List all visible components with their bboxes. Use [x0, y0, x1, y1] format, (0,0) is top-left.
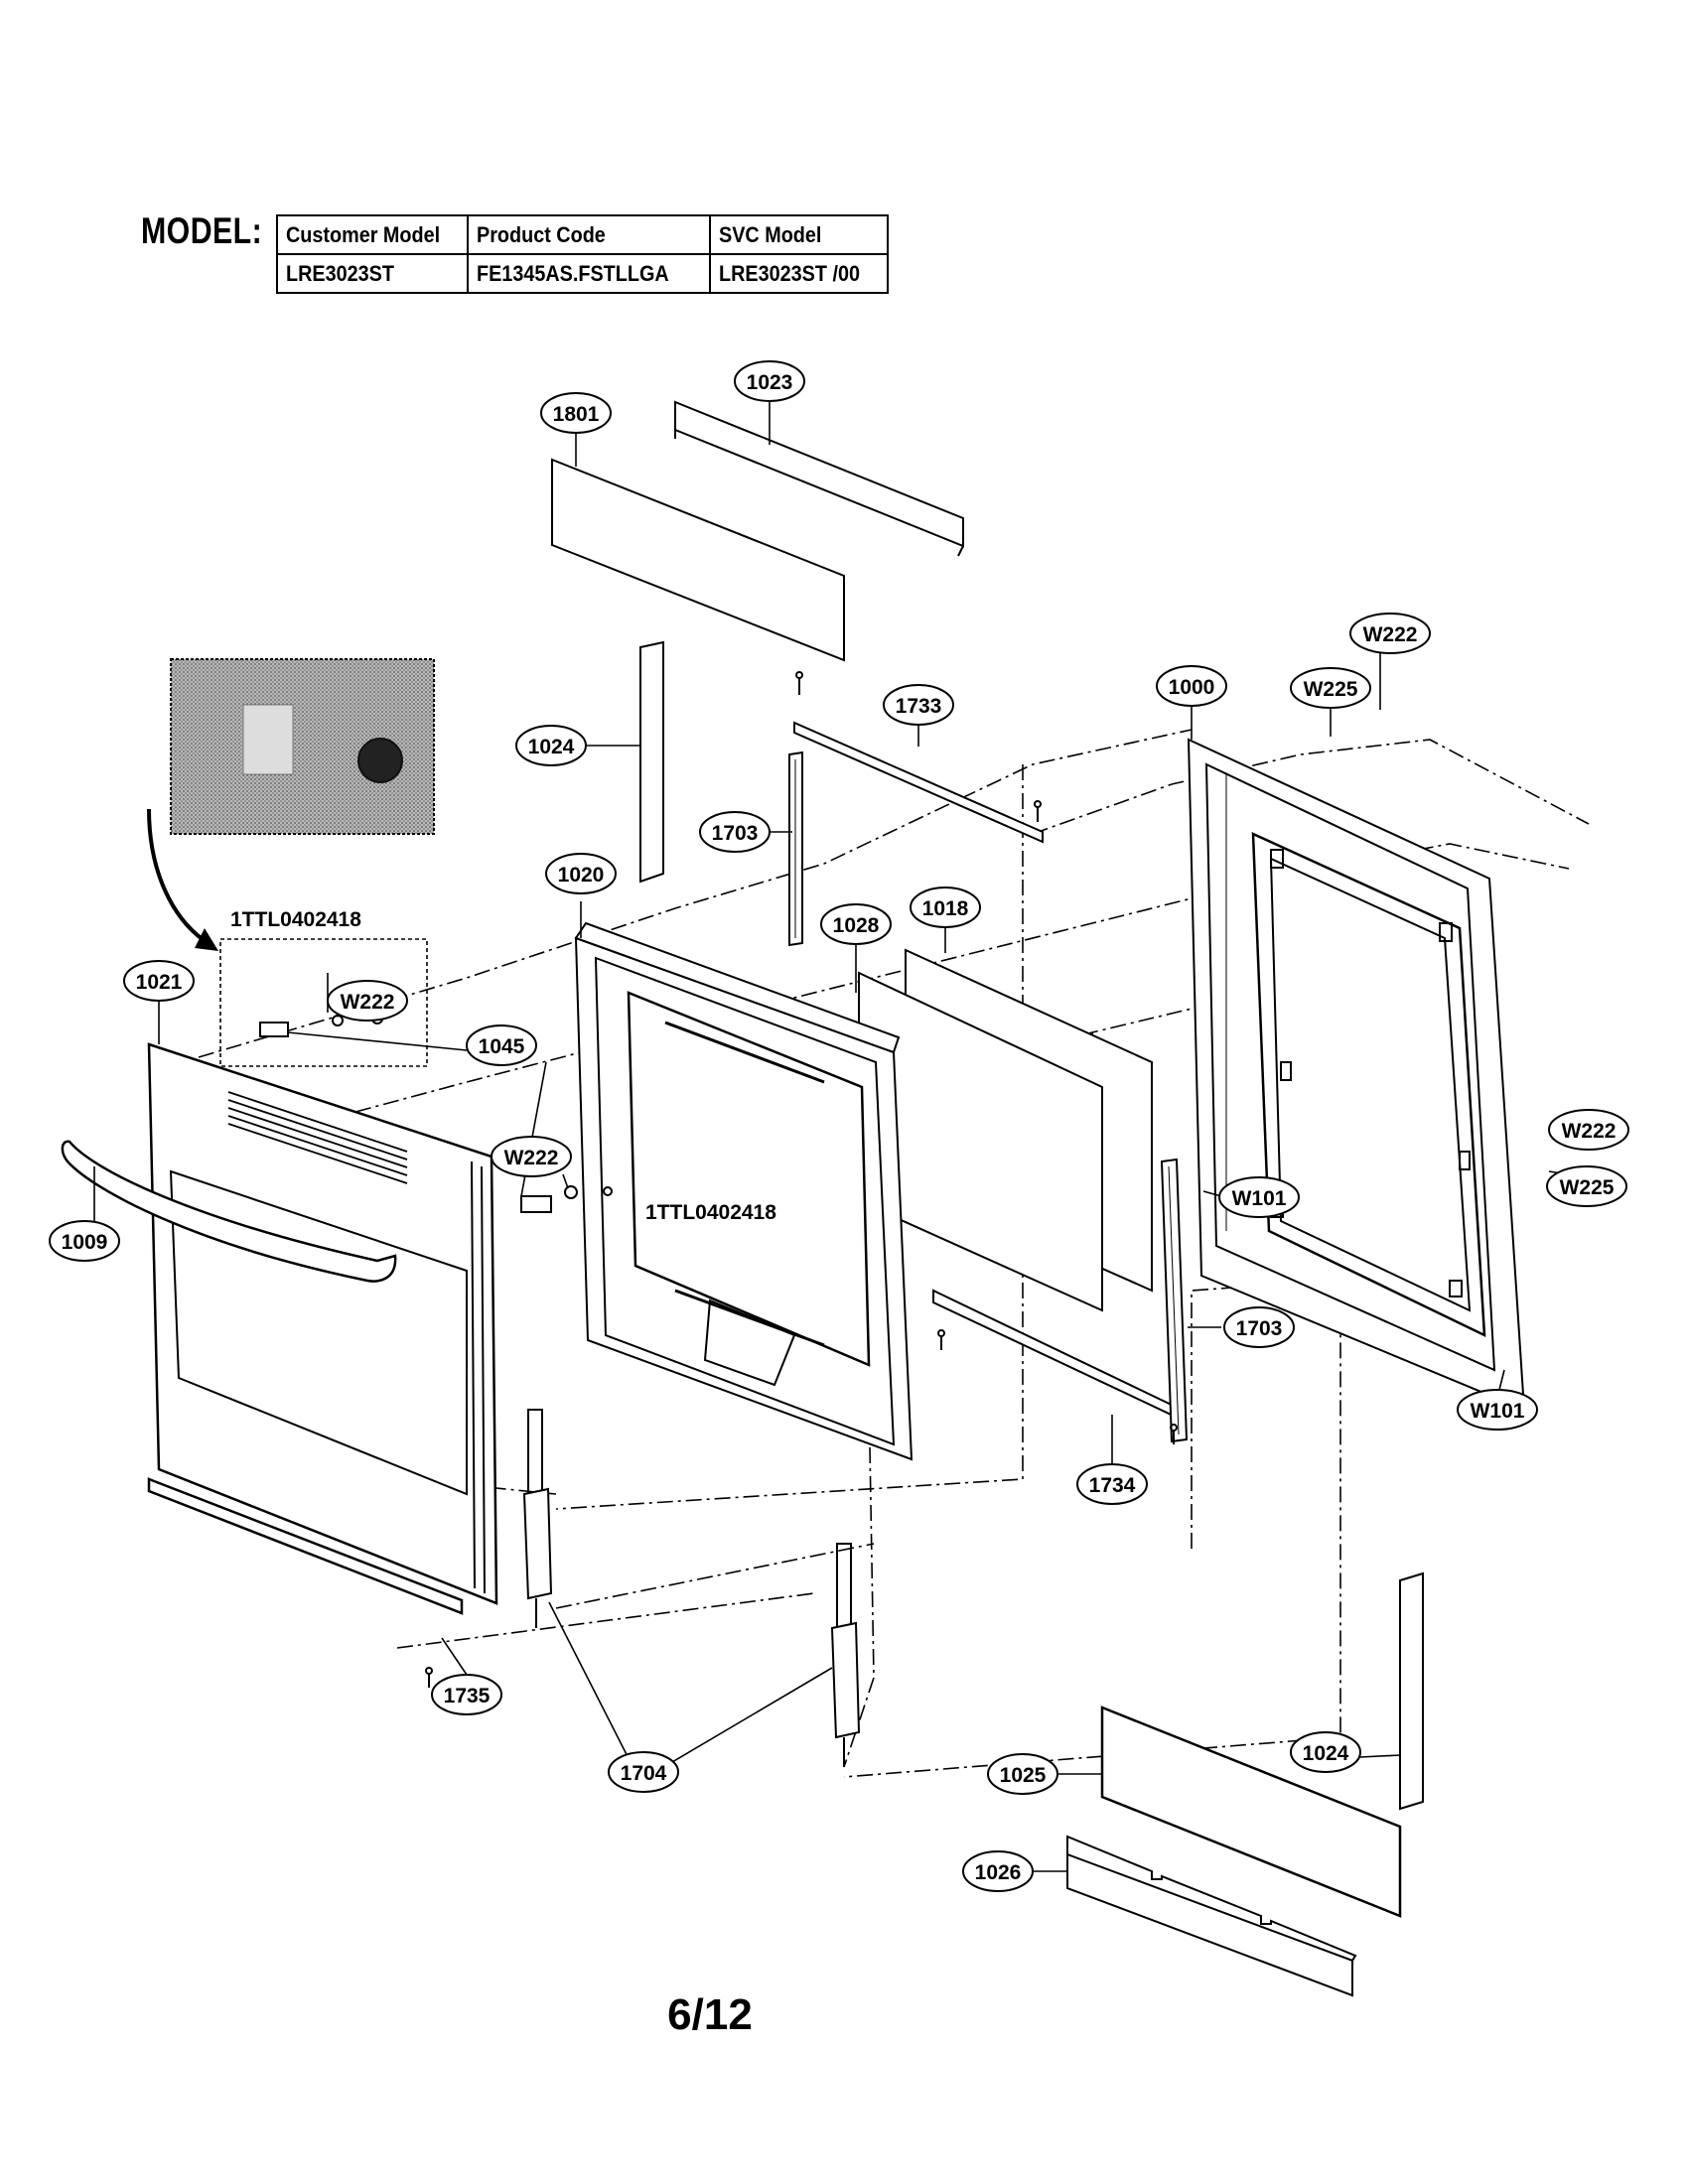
svg-text:W225: W225 — [1304, 678, 1358, 701]
callout-w222-top: W222 — [1349, 613, 1431, 654]
part-1704-hinge-left — [522, 1409, 553, 1628]
part-1000-inner-door — [1187, 738, 1526, 1412]
part-1024-vertical-strip-bottom — [1399, 1571, 1424, 1811]
svg-text:W101: W101 — [1232, 1187, 1287, 1210]
detail-photo-knob — [357, 738, 403, 783]
callout-w225-right: W225 — [1546, 1165, 1627, 1207]
callout-1733: 1733 — [883, 684, 954, 726]
callout-1735: 1735 — [431, 1674, 502, 1715]
callout-1024-top: 1024 — [515, 725, 587, 766]
svg-text:W222: W222 — [1363, 623, 1418, 646]
svg-text:1028: 1028 — [833, 914, 880, 937]
svg-text:1024: 1024 — [528, 736, 575, 758]
callout-1018: 1018 — [910, 887, 981, 928]
callout-1023: 1023 — [734, 360, 805, 402]
svg-text:1704: 1704 — [621, 1762, 667, 1785]
callout-1703-bottom: 1703 — [1223, 1306, 1295, 1348]
svg-text:1018: 1018 — [922, 897, 969, 920]
page-number: 6/12 — [667, 1990, 753, 2039]
callout-1025: 1025 — [987, 1753, 1058, 1795]
callout-1024-bottom: 1024 — [1290, 1731, 1361, 1773]
callout-w222-right: W222 — [1548, 1109, 1629, 1151]
label-1ttl0402418-center: 1TTL0402418 — [645, 1201, 776, 1224]
callout-w222-detail: W222 — [327, 980, 408, 1022]
svg-text:1024: 1024 — [1303, 1742, 1349, 1765]
svc-model-value: LRE3023ST /00 — [709, 253, 889, 294]
svg-text:W222: W222 — [504, 1147, 559, 1169]
callout-1734: 1734 — [1076, 1463, 1148, 1505]
svg-text:1734: 1734 — [1089, 1474, 1136, 1497]
callout-1021: 1021 — [123, 960, 195, 1002]
callout-1000: 1000 — [1156, 665, 1227, 707]
leader-lines — [93, 402, 1602, 1872]
callout-1028: 1028 — [820, 903, 892, 945]
part-1733-rail — [793, 721, 1044, 844]
svg-text:1020: 1020 — [558, 864, 605, 887]
part-1025-panel — [1100, 1706, 1402, 1918]
model-label: MODEL: — [141, 210, 263, 251]
header-product-code: Product Code — [467, 214, 711, 255]
svg-text:1025: 1025 — [1000, 1764, 1047, 1787]
callout-w222-mid: W222 — [491, 1136, 572, 1177]
customer-model-value: LRE3023ST — [276, 253, 469, 294]
svg-text:1009: 1009 — [62, 1231, 108, 1254]
detail-arrow — [147, 808, 206, 942]
callout-1801: 1801 — [540, 392, 612, 434]
callout-w101-right: W101 — [1457, 1389, 1538, 1431]
svg-text:1026: 1026 — [975, 1861, 1022, 1884]
svg-text:1023: 1023 — [747, 371, 793, 394]
callout-1026: 1026 — [962, 1850, 1034, 1892]
header-customer-model: Customer Model — [276, 214, 469, 255]
part-1704-hinge-right — [830, 1543, 861, 1767]
svg-text:1703: 1703 — [712, 822, 759, 845]
product-code-value: FE1345AS.FSTLLGA — [467, 253, 711, 294]
callout-1009: 1009 — [49, 1220, 120, 1262]
svg-text:1021: 1021 — [136, 971, 183, 994]
part-1045-bracket — [520, 1195, 552, 1213]
label-1ttl0402418-detail: 1TTL0402418 — [230, 908, 361, 931]
svg-text:W101: W101 — [1471, 1400, 1525, 1423]
callout-w225-top: W225 — [1290, 667, 1371, 709]
svg-text:W225: W225 — [1560, 1176, 1615, 1199]
model-table-value-row: LRE3023ST FE1345AS.FSTLLGA LRE3023ST /00 — [276, 253, 889, 294]
callout-1020: 1020 — [545, 853, 617, 894]
header-svc-model: SVC Model — [709, 214, 889, 255]
svg-text:1733: 1733 — [896, 695, 942, 718]
callout-1703-top: 1703 — [699, 811, 771, 853]
part-1734-rail — [932, 1289, 1183, 1422]
svg-text:1000: 1000 — [1169, 676, 1215, 699]
part-1009-handle — [61, 1140, 397, 1283]
svg-text:1045: 1045 — [479, 1035, 525, 1058]
callout-1704: 1704 — [608, 1751, 679, 1793]
part-1024-vertical-strip — [639, 640, 664, 884]
model-table: Customer Model Product Code SVC Model LR… — [276, 214, 889, 294]
part-1021-outer-door — [147, 1042, 498, 1605]
svg-text:1801: 1801 — [553, 403, 600, 426]
part-1023-strip — [674, 400, 964, 548]
part-1801-panel — [551, 458, 845, 662]
svg-text:W222: W222 — [341, 991, 395, 1014]
model-table-header-row: Customer Model Product Code SVC Model — [276, 214, 889, 255]
screws-top — [795, 671, 1042, 822]
callout-1045: 1045 — [466, 1024, 537, 1066]
svg-text:W222: W222 — [1562, 1120, 1617, 1143]
svg-text:1735: 1735 — [444, 1685, 491, 1707]
part-1735-bottom-trim — [147, 1477, 464, 1615]
part-1020-middle-door — [574, 921, 914, 1461]
svg-text:1703: 1703 — [1236, 1317, 1283, 1340]
callout-w101-mid: W101 — [1218, 1176, 1300, 1218]
